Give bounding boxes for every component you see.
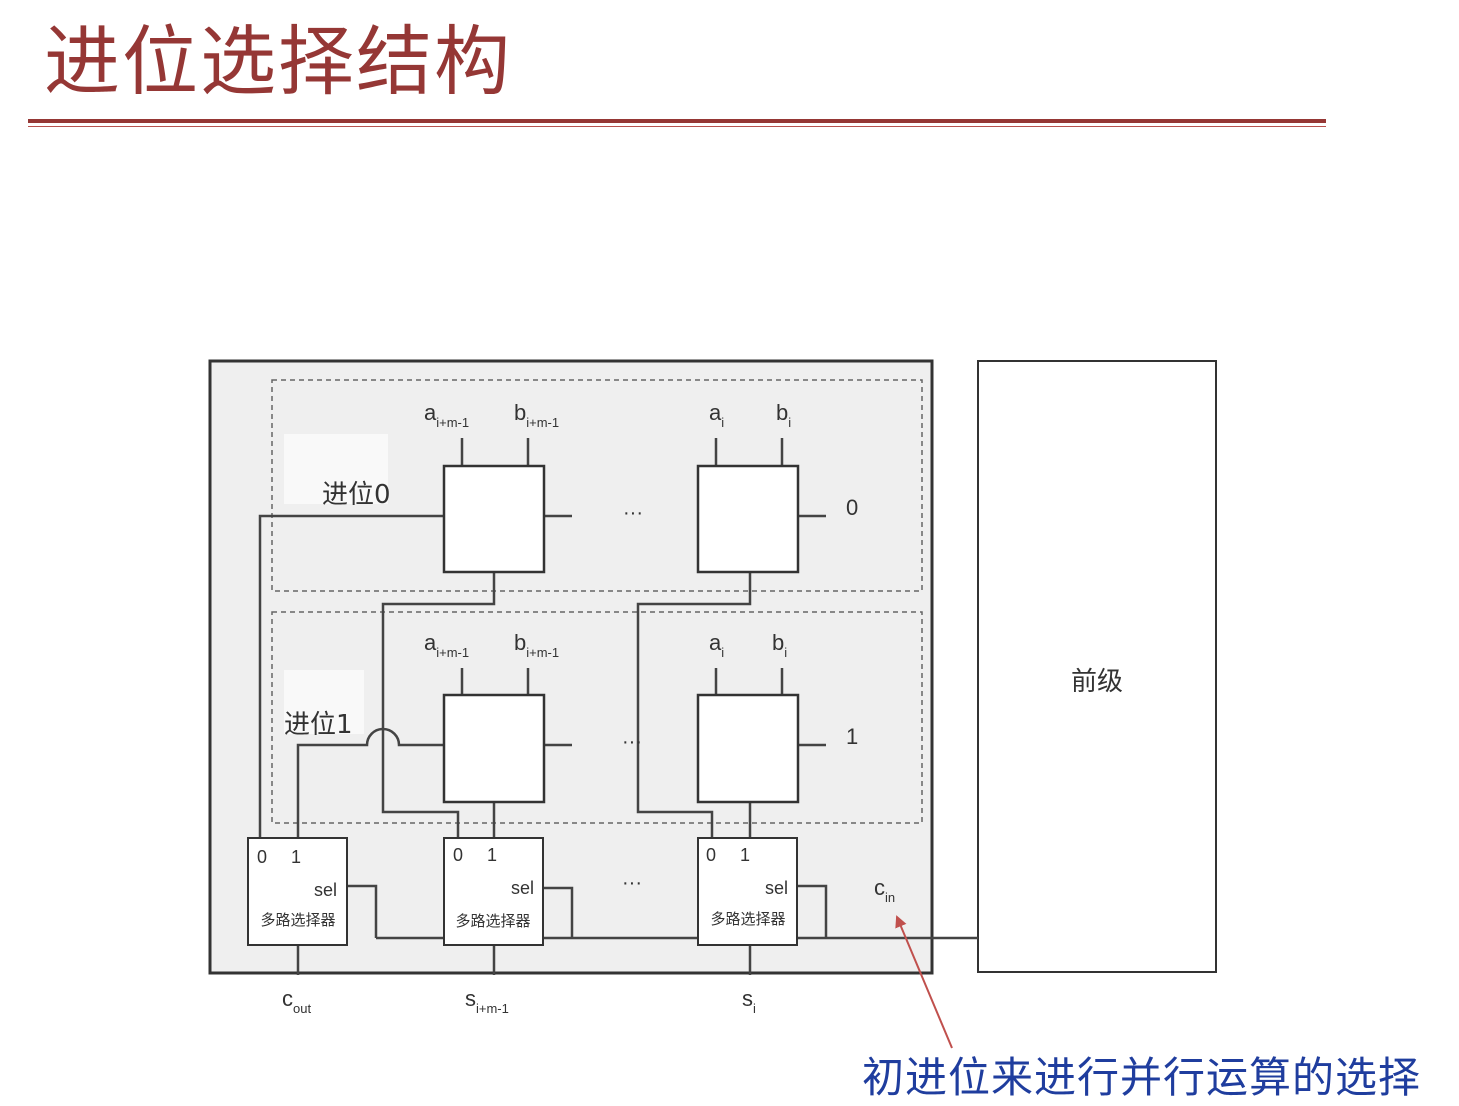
stage-0-carry-in-value: 0 bbox=[846, 495, 858, 520]
mux-1 bbox=[443, 837, 544, 946]
stage-0-carry-label: 进位0 bbox=[322, 480, 391, 510]
previous-stage-label: 前级 bbox=[1071, 667, 1123, 697]
mux-ellipsis: ··· bbox=[622, 872, 642, 894]
stage-1-a-right-label: ai bbox=[709, 630, 724, 660]
stage-1-frame bbox=[271, 611, 923, 824]
mux-0-input-1: 1 bbox=[291, 847, 301, 867]
stage-0-a-left-label: ai+m-1 bbox=[424, 400, 469, 430]
sum-right-label: si bbox=[742, 986, 756, 1016]
title-underline-thin bbox=[28, 126, 1326, 127]
previous-stage-box bbox=[977, 360, 1217, 973]
stage-0-a-right-label: ai bbox=[709, 400, 724, 430]
mux-2-input-0: 0 bbox=[706, 845, 716, 865]
title-underline bbox=[28, 119, 1326, 123]
stage-1-carry-in-value: 1 bbox=[846, 724, 858, 749]
stage-0-ellipsis: ··· bbox=[623, 502, 643, 524]
annotation-arrow bbox=[895, 915, 953, 1049]
mux-1-label: 多路选择器 bbox=[455, 912, 530, 930]
stage-0-adder-left bbox=[442, 464, 546, 574]
mux-1-input-1: 1 bbox=[487, 845, 497, 865]
mux-2-labels: 0 1 sel 多路选择器 bbox=[706, 845, 788, 928]
mux-2 bbox=[697, 837, 798, 946]
cout-label: cout bbox=[282, 986, 311, 1016]
stage-1-adder-right bbox=[696, 693, 800, 804]
mux-0-sel: sel bbox=[314, 880, 337, 900]
slide-title: 进位选择结构 bbox=[44, 17, 512, 106]
stage-1-adder-left bbox=[442, 693, 546, 804]
mux-2-label: 多路选择器 bbox=[710, 910, 785, 928]
stage-1-a-left-label: ai+m-1 bbox=[424, 630, 469, 660]
mux-0-input-0: 0 bbox=[257, 847, 267, 867]
cin-label: cin bbox=[874, 875, 895, 905]
mux-0-labels: 0 1 sel 多路选择器 bbox=[257, 847, 337, 929]
mux-0-label: 多路选择器 bbox=[260, 911, 335, 929]
mux-1-input-0: 0 bbox=[453, 845, 463, 865]
stage-0-adder-right bbox=[696, 464, 800, 574]
sum-left-label: si+m-1 bbox=[465, 986, 509, 1016]
mux-1-sel: sel bbox=[511, 878, 534, 898]
stage-1-b-left-label: bi+m-1 bbox=[514, 630, 559, 660]
stage-0-frame bbox=[271, 379, 923, 592]
stage-1-b-right-label: bi bbox=[772, 630, 787, 660]
stage-0-b-right-label: bi bbox=[776, 400, 791, 430]
mux-0 bbox=[247, 837, 348, 946]
mux-2-input-1: 1 bbox=[740, 845, 750, 865]
mux-1-labels: 0 1 sel 多路选择器 bbox=[453, 845, 534, 930]
stage-0-b-left-label: bi+m-1 bbox=[514, 400, 559, 430]
annotation-text: 初进位来进行并行运算的选择 bbox=[862, 1053, 1422, 1102]
stage-1-ellipsis: ··· bbox=[622, 731, 642, 753]
mux-2-sel: sel bbox=[765, 878, 788, 898]
stage-1-carry-label: 进位1 bbox=[284, 710, 353, 740]
